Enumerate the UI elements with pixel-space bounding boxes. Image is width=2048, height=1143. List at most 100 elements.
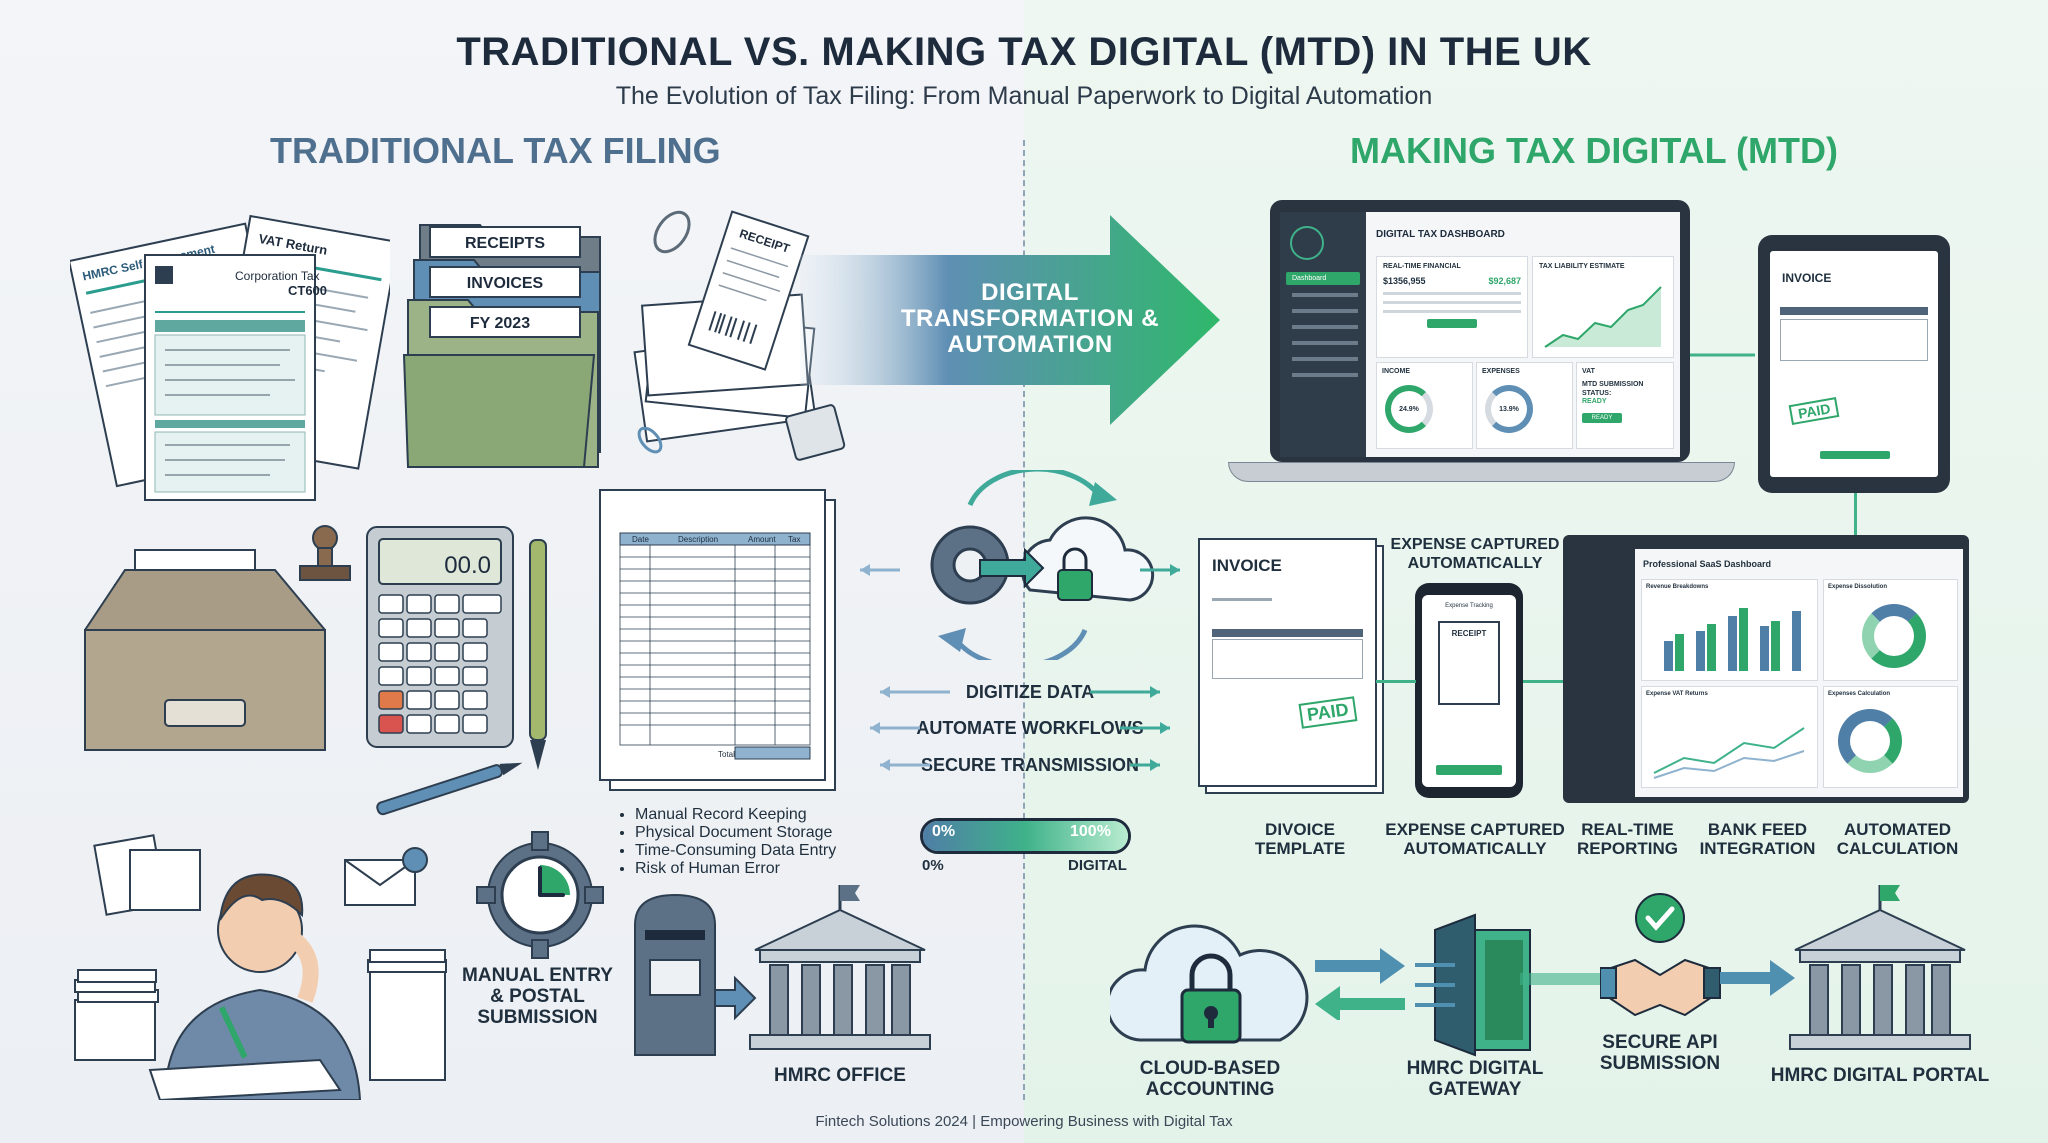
step-digitize-data: DIGITIZE DATA xyxy=(965,682,1095,702)
footer-left: Fintech Solutions 2024 xyxy=(815,1113,968,1130)
expenses-pct: 13.9% xyxy=(1485,385,1533,433)
saas-dashboard: Professional SaaS Dashboard Revenue Brea… xyxy=(1563,535,1969,803)
bullet-item: Physical Document Storage xyxy=(635,824,855,842)
traditional-heading: TRADITIONAL TAX FILING xyxy=(270,130,721,171)
tax-forms-illustration: HMRC Self Assessment VAT Return Corporat… xyxy=(70,214,390,501)
saas-panel-vat: Expense VAT Returns xyxy=(1646,691,1708,697)
tablet-connector xyxy=(1854,490,1857,535)
feature-bank-feed: BANK FEED INTEGRATION xyxy=(1699,820,1816,858)
ledger-header-date: Date xyxy=(632,535,649,544)
bullet-item: Risk of Human Error xyxy=(635,860,855,878)
vat-label: VAT xyxy=(1582,368,1595,375)
realtime-value-b: $92,687 xyxy=(1488,276,1521,286)
saas-title: Professional SaaS Dashboard xyxy=(1643,559,1772,569)
flow-portal-label: HMRC DIGITAL PORTAL xyxy=(1770,1065,1990,1086)
clock-gear-icon xyxy=(476,831,604,959)
folder-label-invoices: INVOICES xyxy=(467,275,544,292)
hmrc-portal-building xyxy=(1789,885,1971,1050)
step-arrows xyxy=(870,686,1170,771)
phone-frame: Expense Tracking RECEIPT xyxy=(1415,583,1523,798)
phone-action-button[interactable] xyxy=(1436,765,1502,775)
digitize-icons xyxy=(930,470,1155,660)
liability-panel: TAX LIABILITY ESTIMATE xyxy=(1532,256,1674,358)
folders-illustration: RECEIPTS INVOICES FY 2023 xyxy=(402,224,601,468)
hmrc-office-label: HMRC OFFICE xyxy=(774,1065,906,1086)
dashboard-sidebar: Dashboard xyxy=(1280,212,1366,457)
mtd-status-value: READY xyxy=(1582,398,1607,405)
ledger-header-amount: Amount xyxy=(748,535,776,544)
footer: Fintech Solutions 2024 | Empowering Busi… xyxy=(0,1113,2048,1130)
realtime-panel: REAL-TIME FINANCIAL $1356,955 $92,687 xyxy=(1376,256,1528,358)
phone-screen-title: Expense Tracking xyxy=(1445,603,1493,609)
income-label: INCOME xyxy=(1382,368,1410,375)
progress-fill xyxy=(923,821,1128,851)
pens-illustration xyxy=(376,539,547,816)
saas-panel-revenue: Revenue Breakdowns xyxy=(1646,584,1709,590)
tablet-frame: INVOICE PAID xyxy=(1758,235,1950,493)
dashboard-title: DIGITAL TAX DASHBOARD xyxy=(1376,229,1505,240)
tablet-screen: INVOICE PAID xyxy=(1770,251,1938,477)
digital-progress-bar xyxy=(920,818,1131,854)
income-pct: 24.9% xyxy=(1385,385,1433,433)
invoice-document: INVOICE PAID xyxy=(1198,538,1377,787)
progress-start-label: 0% xyxy=(932,823,956,840)
connector-b xyxy=(1523,680,1563,683)
gateway-icon xyxy=(1415,913,1531,1057)
progress-below-start: 0% xyxy=(922,857,944,874)
receipt-pile-illustration: RECEIPT xyxy=(633,210,846,461)
saas-panel-calc: Expenses Calculation xyxy=(1828,691,1891,697)
flow-api-label: SECURE API SUBMISSION xyxy=(1599,1032,1721,1074)
phone-caption-top: EXPENSE CAPTURED AUTOMATICALLY xyxy=(1390,536,1560,572)
api-to-portal-arrow xyxy=(1720,960,1795,996)
traditional-bullets: Manual Record Keeping Physical Document … xyxy=(615,806,855,878)
tablet-paid-stamp: PAID xyxy=(1788,396,1840,426)
flow-cloud-label: CLOUD-BASED ACCOUNTING xyxy=(1139,1058,1281,1100)
page-title: TRADITIONAL VS. MAKING TAX DIGITAL (MTD)… xyxy=(456,30,1592,74)
sidebar-item-dashboard[interactable]: Dashboard xyxy=(1286,272,1360,285)
laptop-screen: Dashboard DIGITAL TAX DASHBOARD REAL-TIM… xyxy=(1280,212,1680,457)
mtd-heading: MAKING TAX DIGITAL (MTD) xyxy=(1350,130,1838,171)
postbox-icon xyxy=(634,893,757,1056)
invoice-title: INVOICE xyxy=(1212,556,1282,575)
transformation-arrow xyxy=(800,215,1220,425)
bullet-item: Manual Record Keeping xyxy=(635,806,855,824)
page-subtitle: The Evolution of Tax Filing: From Manual… xyxy=(615,82,1433,110)
corp-tax-code: CT600 xyxy=(288,283,327,298)
phone-receipt-label: RECEIPT xyxy=(1451,629,1487,638)
ready-button[interactable]: READY xyxy=(1582,413,1622,423)
calculator-display: 00.0 xyxy=(444,552,491,579)
inbox-tray-illustration xyxy=(84,549,326,751)
feature-invoice-template: DIVOICE TEMPLATE xyxy=(1254,820,1346,858)
feature-realtime-reporting: REAL-TIME REPORTING xyxy=(1576,820,1679,858)
bullet-item: Time-Consuming Data Entry xyxy=(635,842,855,860)
bidirectional-arrows xyxy=(1315,948,1405,1020)
realtime-label: REAL-TIME FINANCIAL xyxy=(1383,263,1461,270)
liability-label: TAX LIABILITY ESTIMATE xyxy=(1539,263,1625,270)
connector-a xyxy=(1376,680,1416,683)
side-arrows-top xyxy=(860,564,1180,576)
connector-lines xyxy=(1690,353,1755,357)
handshake-icon xyxy=(1600,893,1721,1017)
manual-entry-label: MANUAL ENTRY & POSTAL SUBMISSION xyxy=(462,965,613,1028)
folder-label-receipts: RECEIPTS xyxy=(465,235,545,252)
expenses-label: EXPENSES xyxy=(1482,368,1520,375)
ledger-illustration: Date Description Amount Tax Total xyxy=(599,489,836,791)
tablet-invoice-label: INVOICE xyxy=(1782,271,1832,285)
income-panel: INCOME 24.9% xyxy=(1376,362,1473,449)
laptop-base xyxy=(1228,462,1735,482)
feature-automated-calc: AUTOMATED CALCULATION xyxy=(1836,820,1959,858)
corp-tax-title: Corporation Tax xyxy=(235,269,320,283)
transformation-arrow-text: DIGITAL TRANSFORMATION & AUTOMATION xyxy=(900,279,1160,358)
realtime-value-a: $1356,955 xyxy=(1383,276,1426,286)
footer-right: Empowering Business with Digital Tax xyxy=(980,1113,1233,1130)
ledger-header-tax: Tax xyxy=(788,535,800,544)
vat-panel: VAT MTD SUBMISSION STATUS: READY READY xyxy=(1576,362,1674,449)
feature-expense-capture: EXPENSE CAPTURED AUTOMATICALLY xyxy=(1385,820,1565,858)
footer-separator: | xyxy=(972,1113,981,1130)
step-secure-transmission: SECURE TRANSMISSION xyxy=(920,755,1140,775)
mtd-status: MTD SUBMISSION STATUS: xyxy=(1582,381,1644,397)
ledger-header-description: Description xyxy=(678,535,718,544)
invoice-paid-stamp: PAID xyxy=(1298,696,1358,729)
expenses-panel: EXPENSES 13.9% xyxy=(1476,362,1573,449)
flow-gateway-label: HMRC DIGITAL GATEWAY xyxy=(1406,1058,1544,1100)
